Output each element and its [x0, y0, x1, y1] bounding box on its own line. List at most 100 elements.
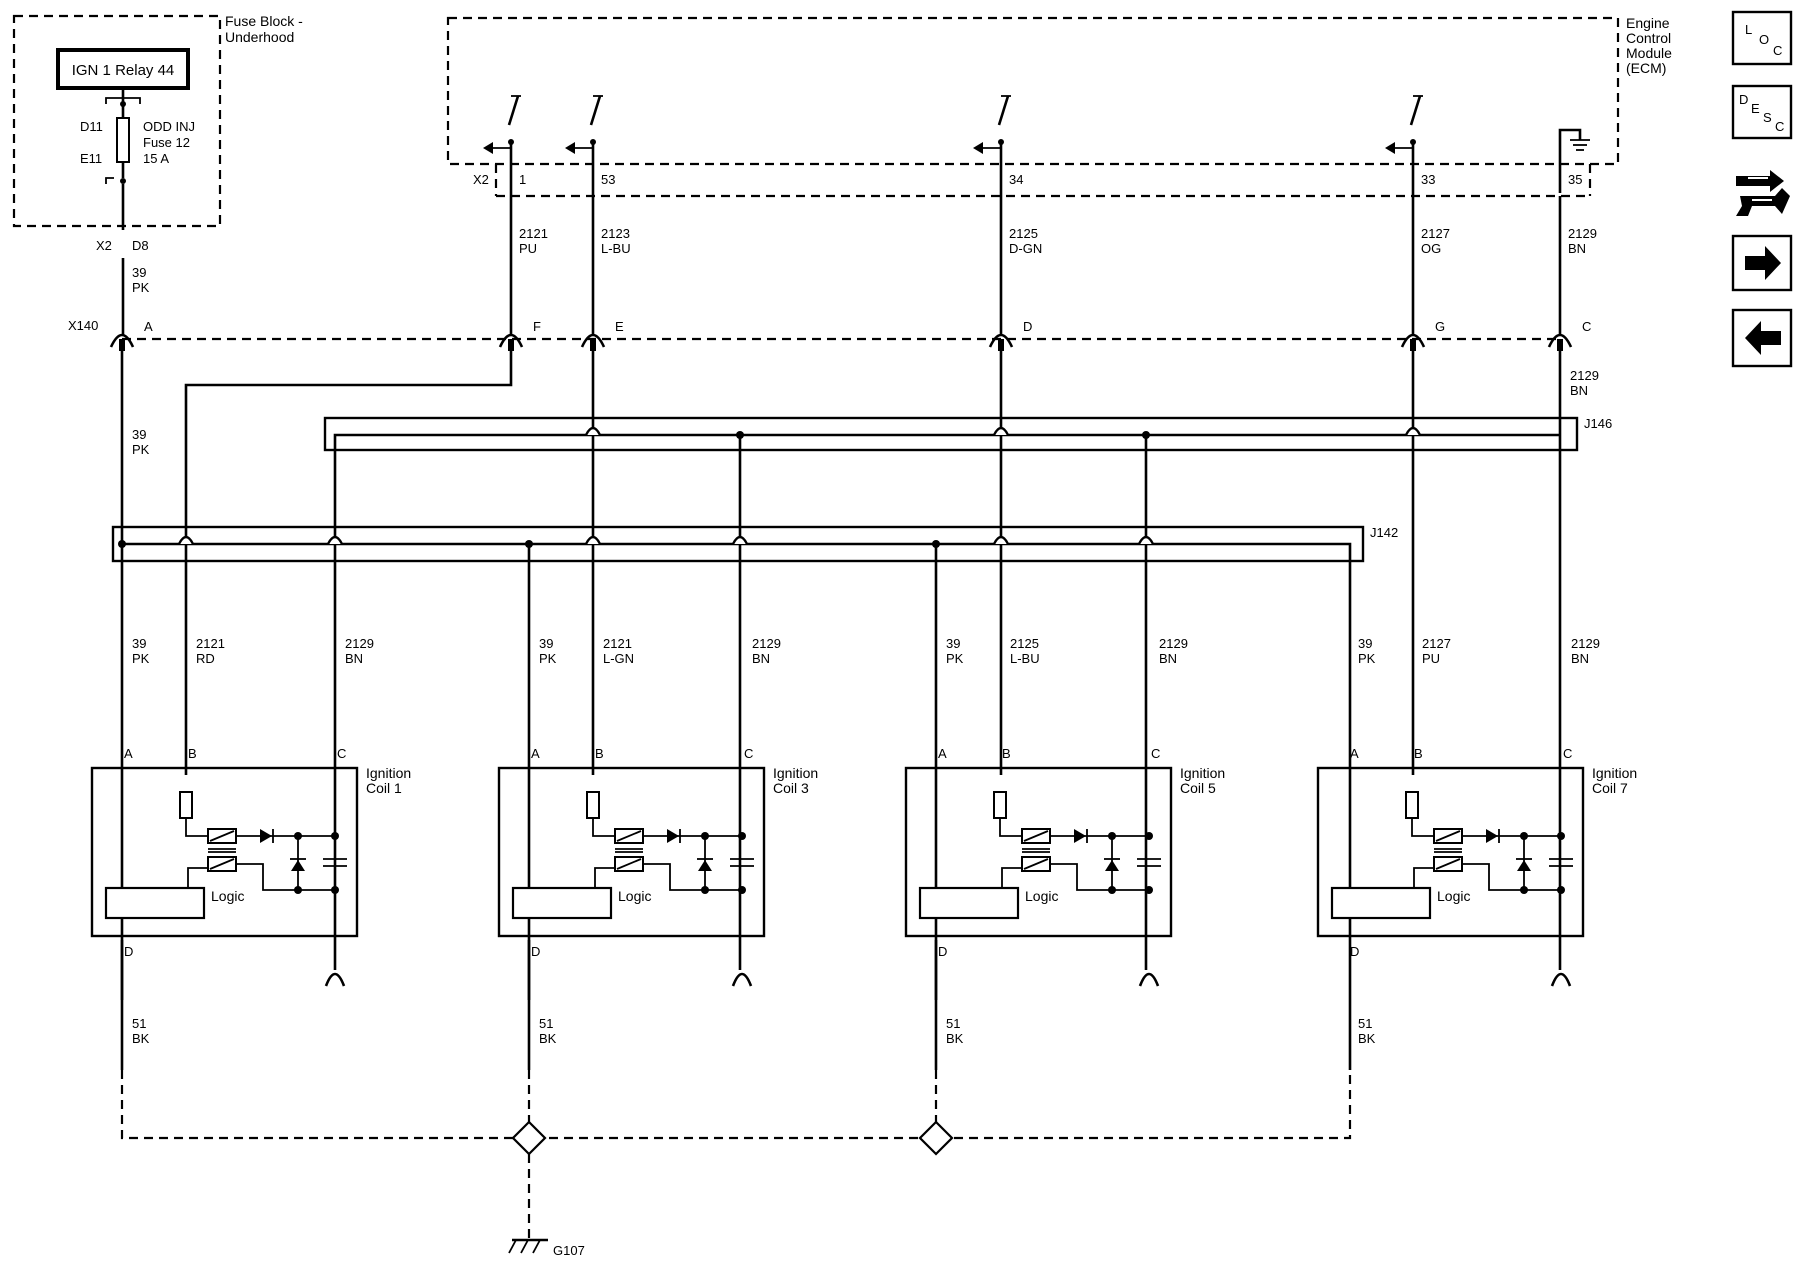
coil-wire-c-color: BN — [752, 651, 770, 666]
loc-button[interactable]: L O C — [1731, 10, 1793, 66]
coil-pin-b: B — [1414, 746, 1423, 761]
coil-wire-d-circuit: 51 — [1358, 1016, 1372, 1031]
wire-crossover — [177, 535, 195, 545]
coil-wire-c-color: BN — [1571, 651, 1589, 666]
desc-button[interactable]: D E S C — [1731, 84, 1793, 140]
ecm-title-2: Control — [1626, 30, 1671, 46]
x140-label: X140 — [68, 318, 98, 333]
resistor-icon — [993, 791, 1007, 819]
svg-text:E: E — [1751, 101, 1760, 116]
coil-wire-b-circuit: 2127 — [1422, 636, 1451, 651]
resistor-icon — [1405, 791, 1419, 819]
relay-label: IGN 1 Relay 44 — [72, 62, 175, 79]
x140-pin-label: D — [1023, 319, 1032, 334]
ground-stub-icon — [1550, 972, 1572, 987]
x140-pin-label: G — [1435, 319, 1445, 334]
fuse-icon — [116, 117, 130, 163]
coil-wire-a-circuit: 39 — [1358, 636, 1372, 651]
coil-name-2: Coil 3 — [773, 780, 809, 796]
coil-wire-c-color: BN — [345, 651, 363, 666]
ecm-wire-circuit: 2123 — [601, 226, 630, 241]
next-arrow-icon — [1745, 246, 1781, 280]
ecm-pin-53: 53 — [601, 172, 615, 187]
coil-wire-c-circuit: 2129 — [752, 636, 781, 651]
coil-wire-d-color: BK — [132, 1031, 150, 1046]
ground-bus: G107 — [120, 1070, 1352, 1258]
loc-icon: L O C — [1745, 22, 1782, 58]
fuse-label-1: ODD INJ — [143, 119, 195, 134]
splice-dot — [1142, 431, 1150, 439]
logic-label: Logic — [618, 888, 651, 904]
ecm-driver-switch-1 — [483, 95, 521, 196]
coil-wire-a-circuit: 39 — [132, 636, 146, 651]
ecm-connector: X2 — [473, 172, 489, 187]
j146-label: J146 — [1584, 416, 1612, 431]
coil-housing — [904, 766, 1173, 938]
ground-stub-icon — [1138, 972, 1160, 987]
back-arrow-icon — [1745, 321, 1781, 355]
ecm-wire-color: BN — [1568, 241, 1586, 256]
logic-module — [918, 886, 1020, 920]
ecm-driver-switch-3 — [973, 95, 1011, 196]
coil-pin-d: D — [124, 944, 133, 959]
coil-wire-b-color: L-BU — [1010, 651, 1040, 666]
fuse-pin-bottom: E11 — [80, 151, 102, 166]
splice-pack-j146 — [323, 416, 1579, 452]
coil-wire-c-circuit: 2129 — [1159, 636, 1188, 651]
zener-diode-icon — [1105, 860, 1119, 871]
x140-a-wire-circuit: 39 — [132, 427, 146, 442]
coil-name-1: Ignition — [366, 765, 411, 781]
ecm-wire-circuit: 2125 — [1009, 226, 1038, 241]
ecm-pin-35: 35 — [1568, 172, 1582, 187]
coil-pin-c: C — [1563, 746, 1572, 761]
coil-wire-d-color: BK — [946, 1031, 964, 1046]
coil-wire-a-color: PK — [539, 651, 557, 666]
wire-crossover — [1404, 426, 1422, 436]
coil-name-2: Coil 5 — [1180, 780, 1216, 796]
coil-pin-b: B — [188, 746, 197, 761]
zener-diode-icon — [1517, 860, 1531, 871]
x140-pin-E — [580, 333, 606, 351]
resistor-icon — [179, 791, 193, 819]
coil-name-1: Ignition — [1180, 765, 1225, 781]
ecm-title-1: Engine — [1626, 15, 1670, 31]
ecm-labels: 12121PU532123L-BU342125D-GN332127OG35212… — [519, 172, 1597, 256]
back-button[interactable] — [1731, 308, 1793, 368]
connector-tool-button[interactable] — [1733, 160, 1791, 220]
coil-wire-d-circuit: 51 — [539, 1016, 553, 1031]
x140-pin-F — [498, 333, 524, 351]
fuse-pin-top: D11 — [80, 119, 103, 134]
ecm-wire-color: OG — [1421, 241, 1441, 256]
relay-box — [56, 48, 190, 90]
x140-pin-G — [1400, 333, 1426, 351]
coil-housing — [1316, 766, 1585, 938]
ecm-wire-color: PU — [519, 241, 537, 256]
logic-module — [104, 886, 206, 920]
coil-wire-b-circuit: 2121 — [196, 636, 225, 651]
next-button[interactable] — [1731, 234, 1793, 292]
ecm-wire-circuit: 2129 — [1568, 226, 1597, 241]
coil-name-1: Ignition — [1592, 765, 1637, 781]
ecm-driver-switch-2 — [565, 95, 603, 196]
coil-wire-d-circuit: 51 — [946, 1016, 960, 1031]
ecm-ground-icon — [1558, 128, 1590, 193]
coil-pin-a: A — [531, 746, 540, 761]
splice-dot — [118, 540, 126, 548]
coil-wire-a-circuit: 39 — [539, 636, 553, 651]
coil-wire-c-circuit: 2129 — [1571, 636, 1600, 651]
splice-diamond-left — [511, 1120, 547, 1156]
x140-pin-C — [1547, 333, 1573, 351]
ecm: Engine Control Module (ECM) X2 — [446, 15, 1672, 198]
coil-wire-b-color: L-GN — [603, 651, 634, 666]
coil-housing — [90, 766, 359, 938]
coil-pin-d: D — [938, 944, 947, 959]
coil-wire-b-color: RD — [196, 651, 215, 666]
wire-crossover — [992, 426, 1010, 436]
coil-wire-b-color: PU — [1422, 651, 1440, 666]
coil-wire-a-color: PK — [1358, 651, 1376, 666]
coil-pin-d: D — [1350, 944, 1359, 959]
